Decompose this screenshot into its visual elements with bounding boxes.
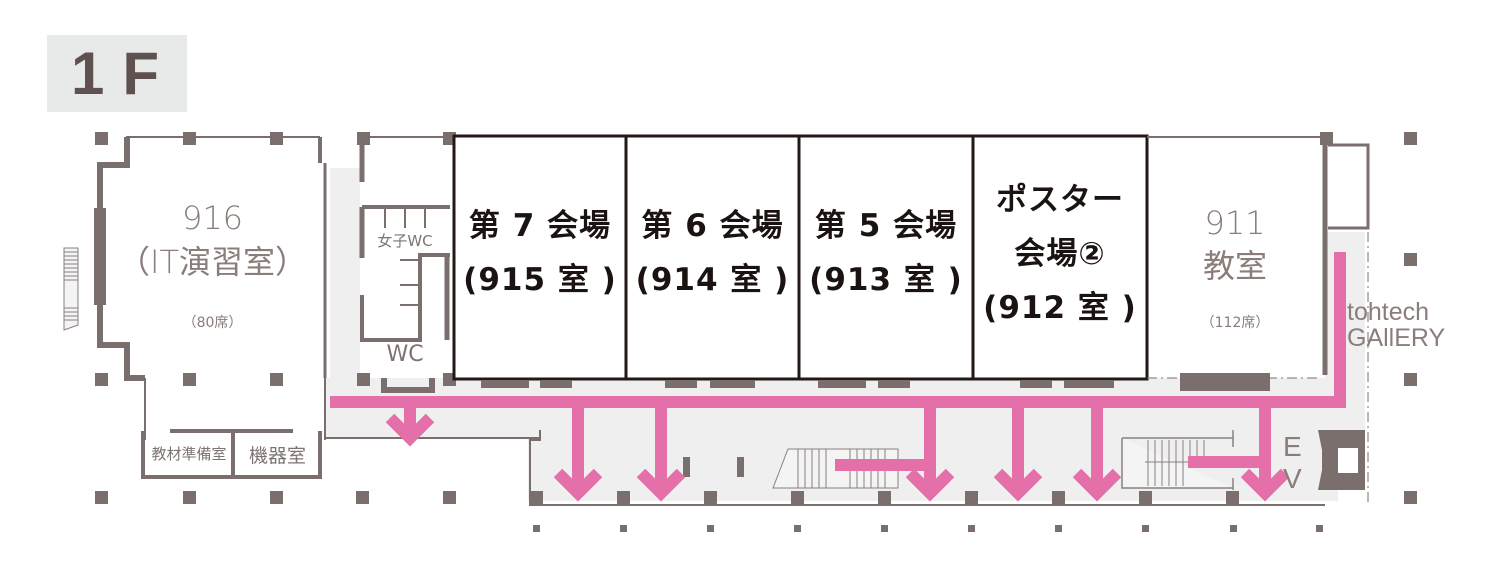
room-916-name: （IT演習室） — [118, 243, 307, 281]
venue-7-title: 第 7 会場 — [468, 208, 612, 244]
room-911-seats: （112席） — [1200, 315, 1270, 331]
wc-label: WC — [386, 342, 424, 367]
womens-wc-label: 女子WC — [377, 232, 433, 250]
floor-label: 1F — [71, 40, 178, 107]
stair-icon-right — [1121, 430, 1234, 490]
venue-6-title: 第 6 会場 — [641, 208, 784, 244]
room-911-number: 911 — [1204, 204, 1266, 242]
exit-arrow-exit-7 — [1240, 402, 1290, 502]
elevator-label-e: E — [1283, 431, 1302, 462]
venue-5-room: (913 室 ) — [809, 262, 963, 298]
wc-walls — [359, 136, 450, 393]
exit-arrow-exit-4 — [905, 402, 955, 502]
room-916-walls — [94, 136, 327, 440]
lower-corridor-walls — [326, 430, 1365, 506]
venue-rooms — [452, 134, 1149, 381]
evacuation-route — [330, 252, 1346, 502]
venue-5-title: 第 5 会場 — [814, 208, 958, 244]
exit-arrow-exit-6 — [1072, 402, 1122, 502]
room-911-name: 教室 — [1202, 247, 1267, 285]
room-911-walls — [1147, 136, 1370, 505]
poster-venue-number: 会場② — [1014, 236, 1106, 272]
venue-6-room: (914 室 ) — [635, 262, 790, 298]
gallery-label-line1: tohtech — [1347, 298, 1430, 326]
exit-arrow-exit-1 — [385, 402, 435, 447]
floor-label-badge: 1F — [47, 35, 187, 112]
room-916-number: 916 — [181, 199, 244, 237]
exit-arrow-exit-5 — [993, 402, 1043, 502]
exit-arrow-exit-2 — [553, 402, 603, 502]
poster-venue-room: (912 室 ) — [983, 290, 1137, 326]
elevator-label-v: V — [1283, 463, 1302, 494]
prep-room-label: 教材準備室 — [151, 445, 227, 463]
venue-7-room: (915 室 ) — [463, 262, 617, 298]
equipment-room-label: 機器室 — [248, 445, 306, 467]
gallery-label-line2: GAllERY — [1347, 324, 1446, 352]
poster-venue-title: ポスター — [996, 182, 1124, 218]
prep-equipment-walls — [141, 429, 322, 479]
room-916-seats: （80席） — [182, 315, 243, 331]
side-stair-icon — [63, 247, 79, 331]
exit-arrow-exit-3 — [636, 402, 686, 502]
